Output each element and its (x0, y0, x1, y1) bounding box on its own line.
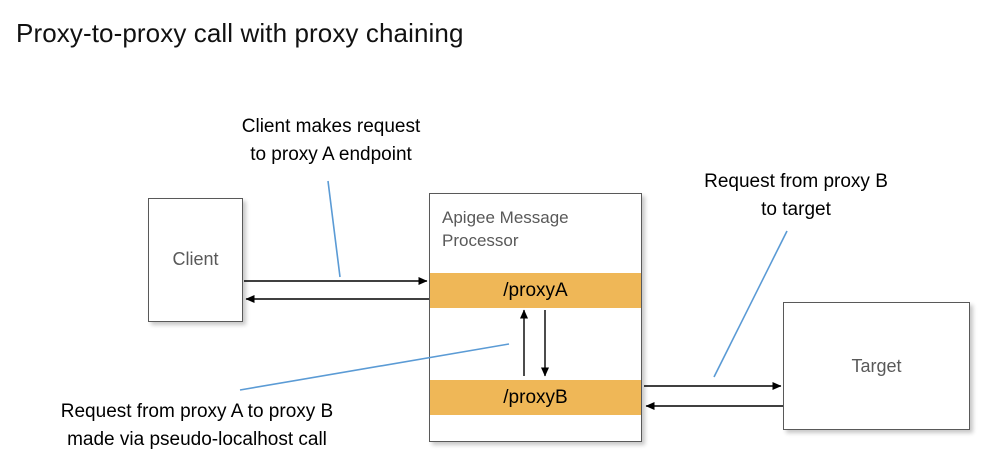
target-node: Target (783, 302, 970, 430)
message-processor-node: Apigee Message Processor /proxyA /proxyB (429, 193, 642, 442)
client-node-label: Client (172, 249, 219, 269)
annotation-client-request: Client makes request to proxy A endpoint (241, 116, 421, 165)
target-node-label: Target (851, 356, 902, 376)
leader-line-client-annotation (327, 180, 341, 278)
page-title: Proxy-to-proxy call with proxy chaining (16, 18, 464, 48)
client-node: Client (148, 198, 243, 322)
annotation-chaining-call: Request from proxy A to proxy B made via… (60, 401, 334, 450)
leader-line-target-annotation (713, 230, 788, 378)
annotation-target-request: Request from proxy B to target (704, 171, 888, 220)
proxy-a-band: /proxyA (430, 273, 641, 308)
proxy-b-band: /proxyB (430, 380, 641, 415)
message-processor-label: Apigee Message Processor (442, 208, 569, 250)
